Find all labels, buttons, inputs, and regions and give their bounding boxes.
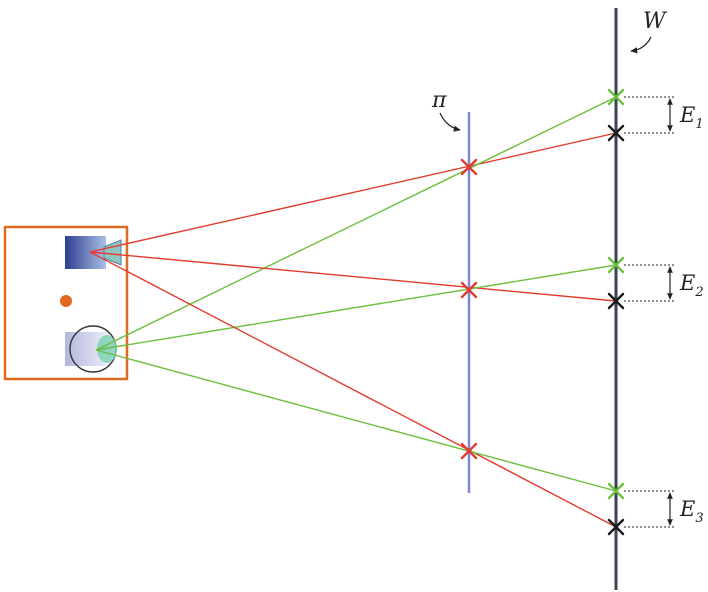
error-subscript: 3 xyxy=(695,511,703,526)
light-rays xyxy=(89,96,617,528)
intersection-markers xyxy=(460,88,625,536)
wall-label: W xyxy=(643,9,668,34)
plane-label-arrow xyxy=(439,112,461,132)
error-letter: E xyxy=(679,271,695,295)
plane-intersection-marker-1 xyxy=(460,158,478,176)
plane-intersection-marker-3 xyxy=(460,442,478,460)
device-center-dot xyxy=(60,295,72,307)
error-letter: E xyxy=(679,497,695,521)
wall-camera-marker-2 xyxy=(607,256,625,274)
error-annotation-1: E1 xyxy=(624,96,704,134)
device-rig xyxy=(3,225,129,381)
wall-projector-marker-1 xyxy=(607,124,625,142)
plane-label: π xyxy=(431,88,447,113)
camera-ray-1 xyxy=(95,96,617,351)
error-label: E1 xyxy=(679,103,704,132)
projector-ray-3 xyxy=(89,251,617,528)
wall-label-arrow xyxy=(630,36,652,54)
wall-projector-marker-2 xyxy=(607,292,625,310)
device-frame xyxy=(3,225,129,381)
camera-icon xyxy=(65,325,117,373)
projector-ray-2 xyxy=(89,251,617,302)
camera-ray-3 xyxy=(95,349,617,492)
error-subscript: 2 xyxy=(694,285,703,300)
error-label: E2 xyxy=(679,271,704,300)
error-annotation-2: E2 xyxy=(624,264,704,302)
wall-camera-marker-3 xyxy=(607,482,625,500)
error-letter: E xyxy=(679,103,695,127)
wall-projector-marker-3 xyxy=(607,518,625,536)
error-annotation-3: E3 xyxy=(624,490,704,528)
error-subscript: 1 xyxy=(695,117,703,132)
camera-ray-2 xyxy=(95,264,617,351)
wall-camera-marker-1 xyxy=(607,88,625,106)
error-label: E3 xyxy=(679,497,704,526)
plane-intersection-marker-2 xyxy=(460,281,478,299)
projector-ray-1 xyxy=(89,132,617,253)
